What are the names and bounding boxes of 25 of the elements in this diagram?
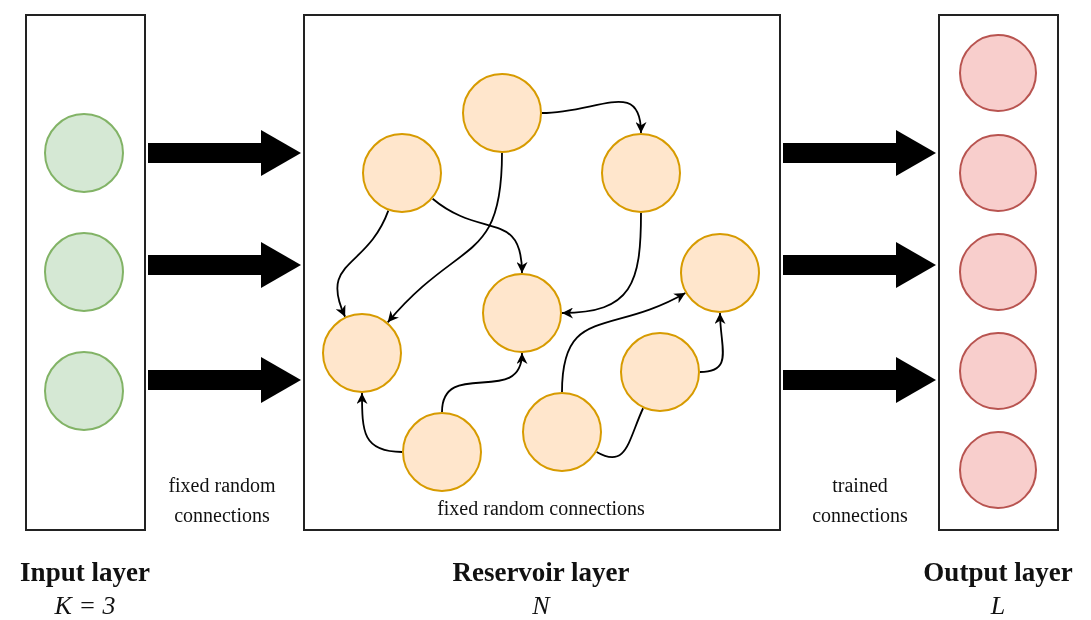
layer-title: Output layer xyxy=(923,556,1073,589)
block-arrow xyxy=(148,245,301,285)
curved-arrow xyxy=(561,212,642,319)
curved-arrow xyxy=(541,100,646,134)
curved-arrow xyxy=(431,197,527,274)
block-arrow xyxy=(148,360,301,400)
layer-size: N xyxy=(532,590,550,620)
block-arrow xyxy=(783,360,936,400)
curved-arrow xyxy=(561,292,687,393)
connection-note: fixed random connections xyxy=(437,496,645,520)
layer-title: Input layer xyxy=(20,556,150,589)
curved-arrow xyxy=(356,392,403,453)
connection-label: trained connections xyxy=(811,473,909,528)
layer-title: Reservoir layer xyxy=(452,556,630,589)
block-arrow xyxy=(783,245,936,285)
curved-arrow xyxy=(699,312,726,373)
block-arrow xyxy=(148,133,301,173)
curved-arrow xyxy=(386,152,503,324)
curved-arrow xyxy=(335,209,390,318)
layer-size: K = 3 xyxy=(54,590,116,620)
connector-line xyxy=(595,407,644,458)
block-arrow xyxy=(783,133,936,173)
curved-arrow xyxy=(441,352,526,413)
connection-label: fixed random connections xyxy=(167,473,277,528)
layer-size: L xyxy=(990,590,1006,620)
